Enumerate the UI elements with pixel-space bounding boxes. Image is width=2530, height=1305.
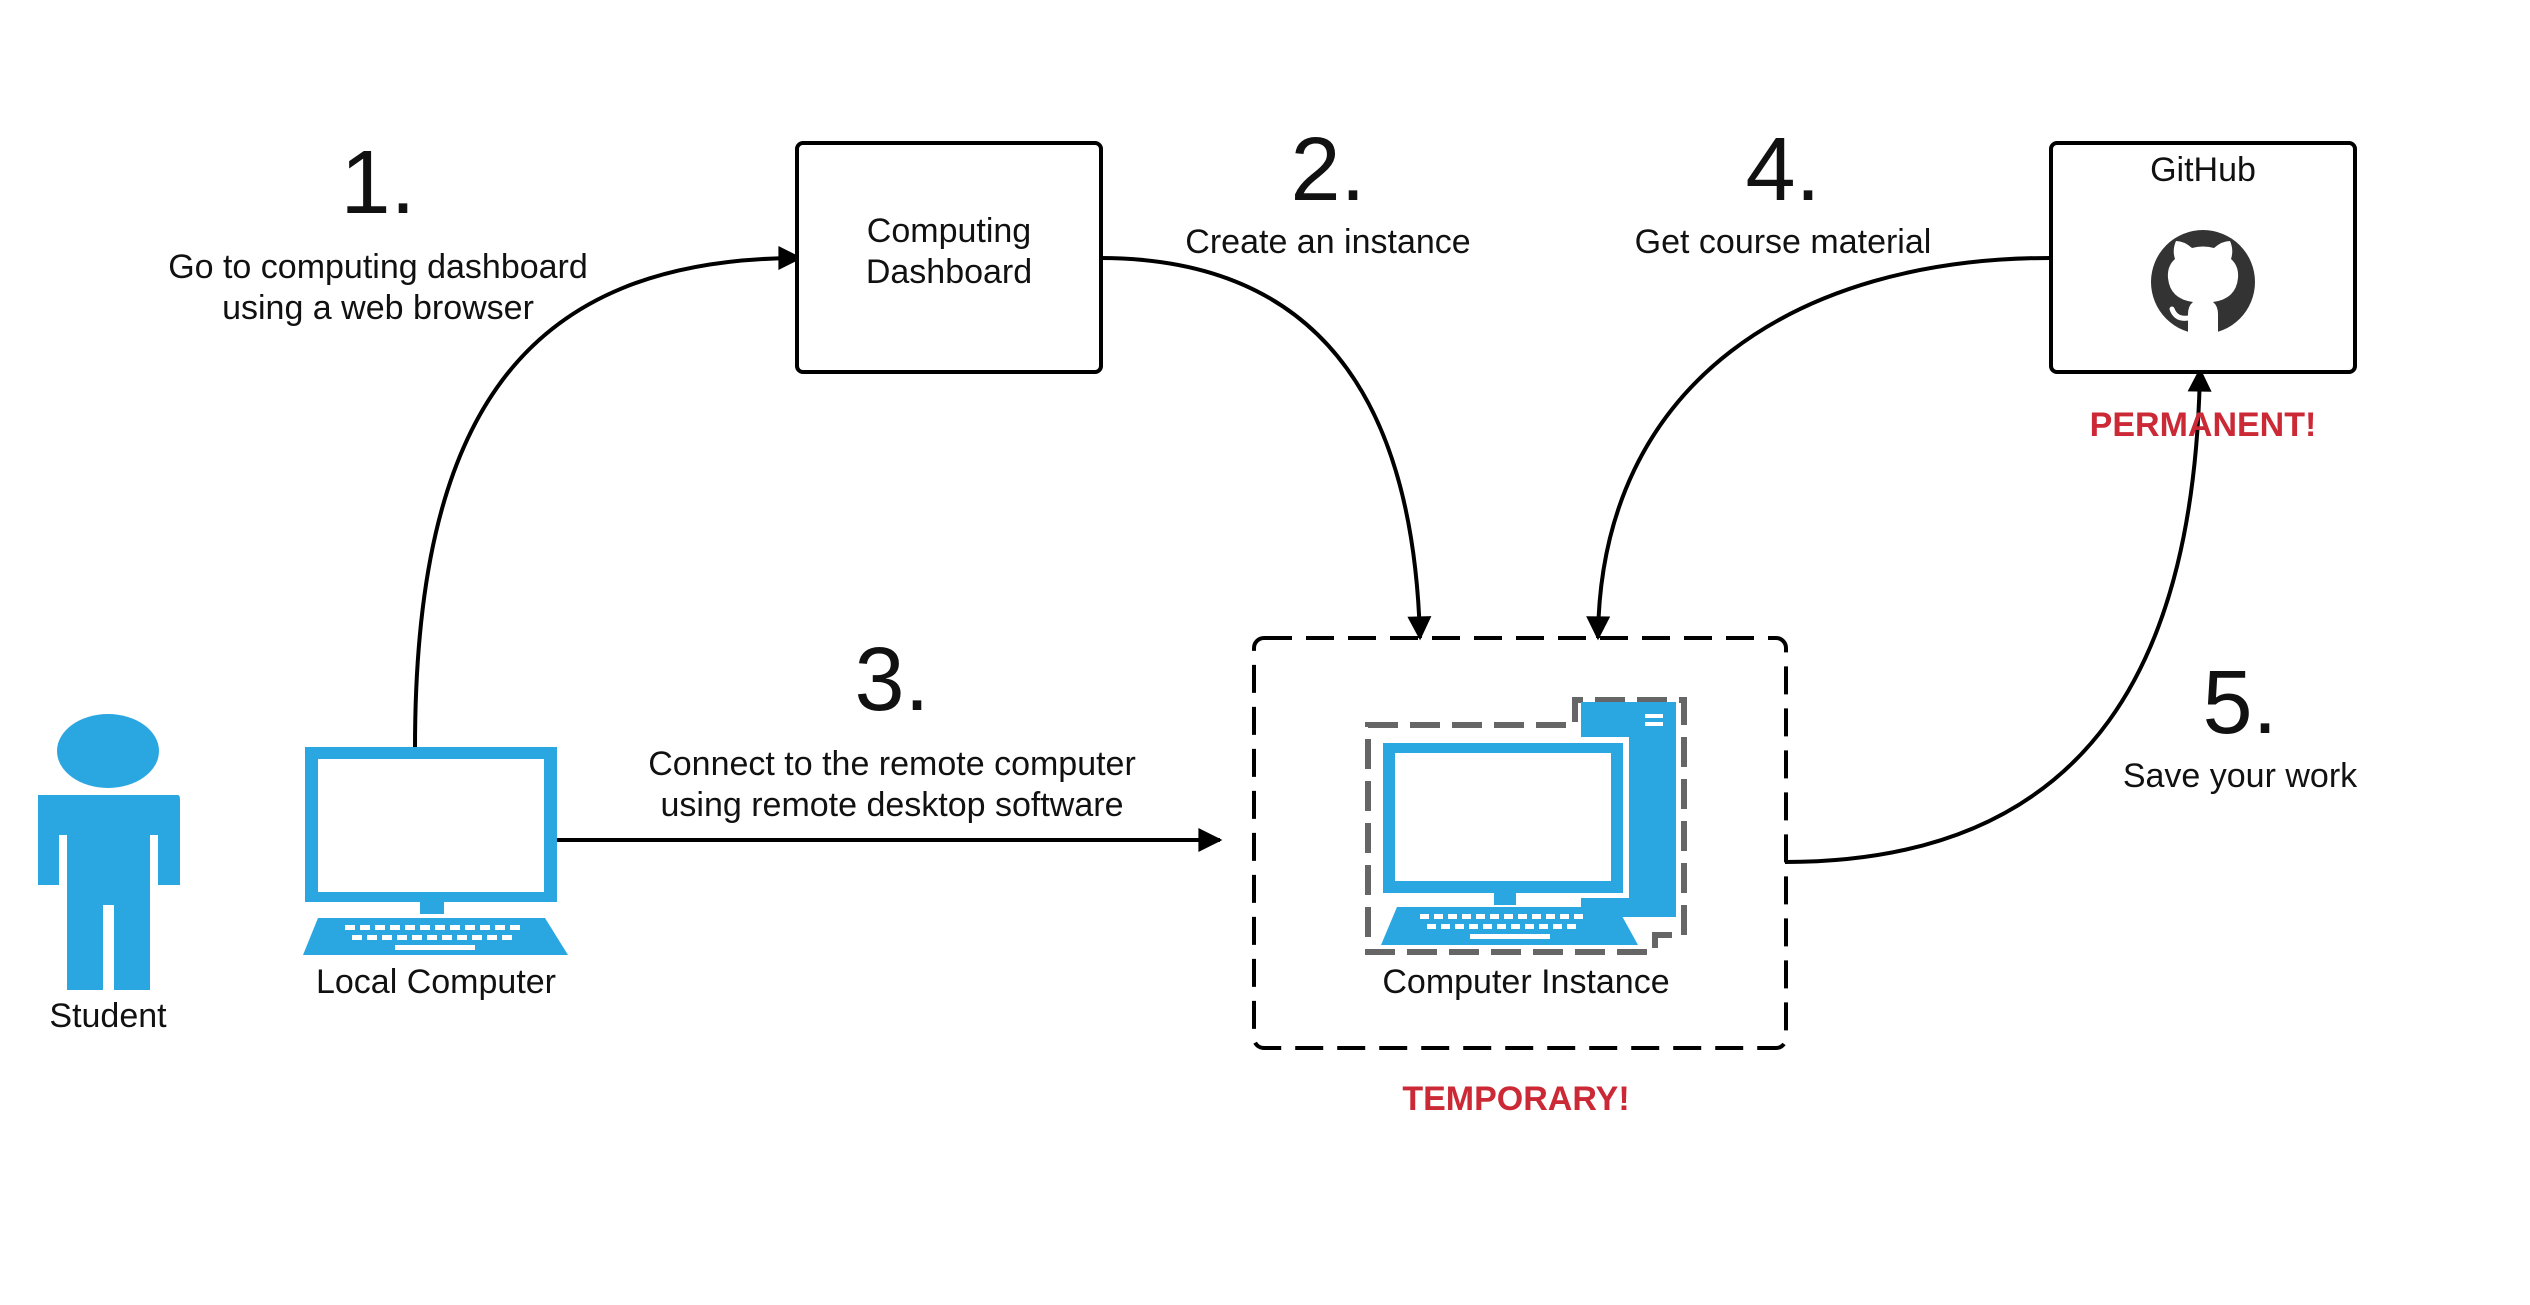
step-5-number: 5.	[2202, 653, 2277, 753]
step-4-text: Get course material	[1635, 223, 1932, 261]
github-label: GitHub	[2150, 151, 2256, 189]
student-icon	[38, 714, 180, 990]
arrow-step-5	[1784, 367, 2212, 864]
step-4-number: 4.	[1745, 120, 1820, 220]
step-5: 5. Save your work	[2123, 653, 2358, 795]
arrow-step-2	[1099, 256, 1432, 641]
step-5-text: Save your work	[2123, 757, 2358, 795]
temporary-note: TEMPORARY!	[1402, 1080, 1629, 1118]
step-1-text-line2: using a web browser	[222, 289, 534, 327]
step-4: 4. Get course material	[1635, 120, 1932, 261]
desktop-computer-icon	[1365, 697, 1687, 955]
step-1: 1. Go to computing dashboard using a web…	[168, 133, 588, 327]
arrow-step-1	[413, 246, 803, 749]
computer-instance-label: Computer Instance	[1382, 963, 1669, 1001]
dashboard-label-line2: Dashboard	[866, 253, 1032, 291]
step-2-number: 2.	[1290, 120, 1365, 220]
step-3-number: 3.	[854, 630, 929, 730]
student-label: Student	[49, 997, 167, 1035]
github-box: GitHub	[2049, 141, 2357, 374]
computing-dashboard-box: Computing Dashboard	[795, 141, 1103, 374]
step-2: 2. Create an instance	[1185, 120, 1470, 261]
computer-instance-container	[1252, 636, 1788, 1050]
github-logo-icon	[2151, 230, 2255, 334]
arrow-step-4	[1586, 256, 2051, 641]
step-2-text: Create an instance	[1185, 223, 1470, 261]
step-3: 3. Connect to the remote computer using …	[648, 630, 1136, 824]
local-computer-label: Local Computer	[316, 963, 556, 1001]
permanent-note: PERMANENT!	[2090, 406, 2317, 444]
laptop-icon	[303, 747, 568, 955]
dashboard-label-line1: Computing	[867, 212, 1031, 250]
step-1-number: 1.	[340, 133, 415, 233]
step-3-text-line1: Connect to the remote computer	[648, 745, 1136, 783]
step-1-text-line1: Go to computing dashboard	[168, 248, 588, 286]
step-3-text-line2: using remote desktop software	[660, 786, 1123, 824]
